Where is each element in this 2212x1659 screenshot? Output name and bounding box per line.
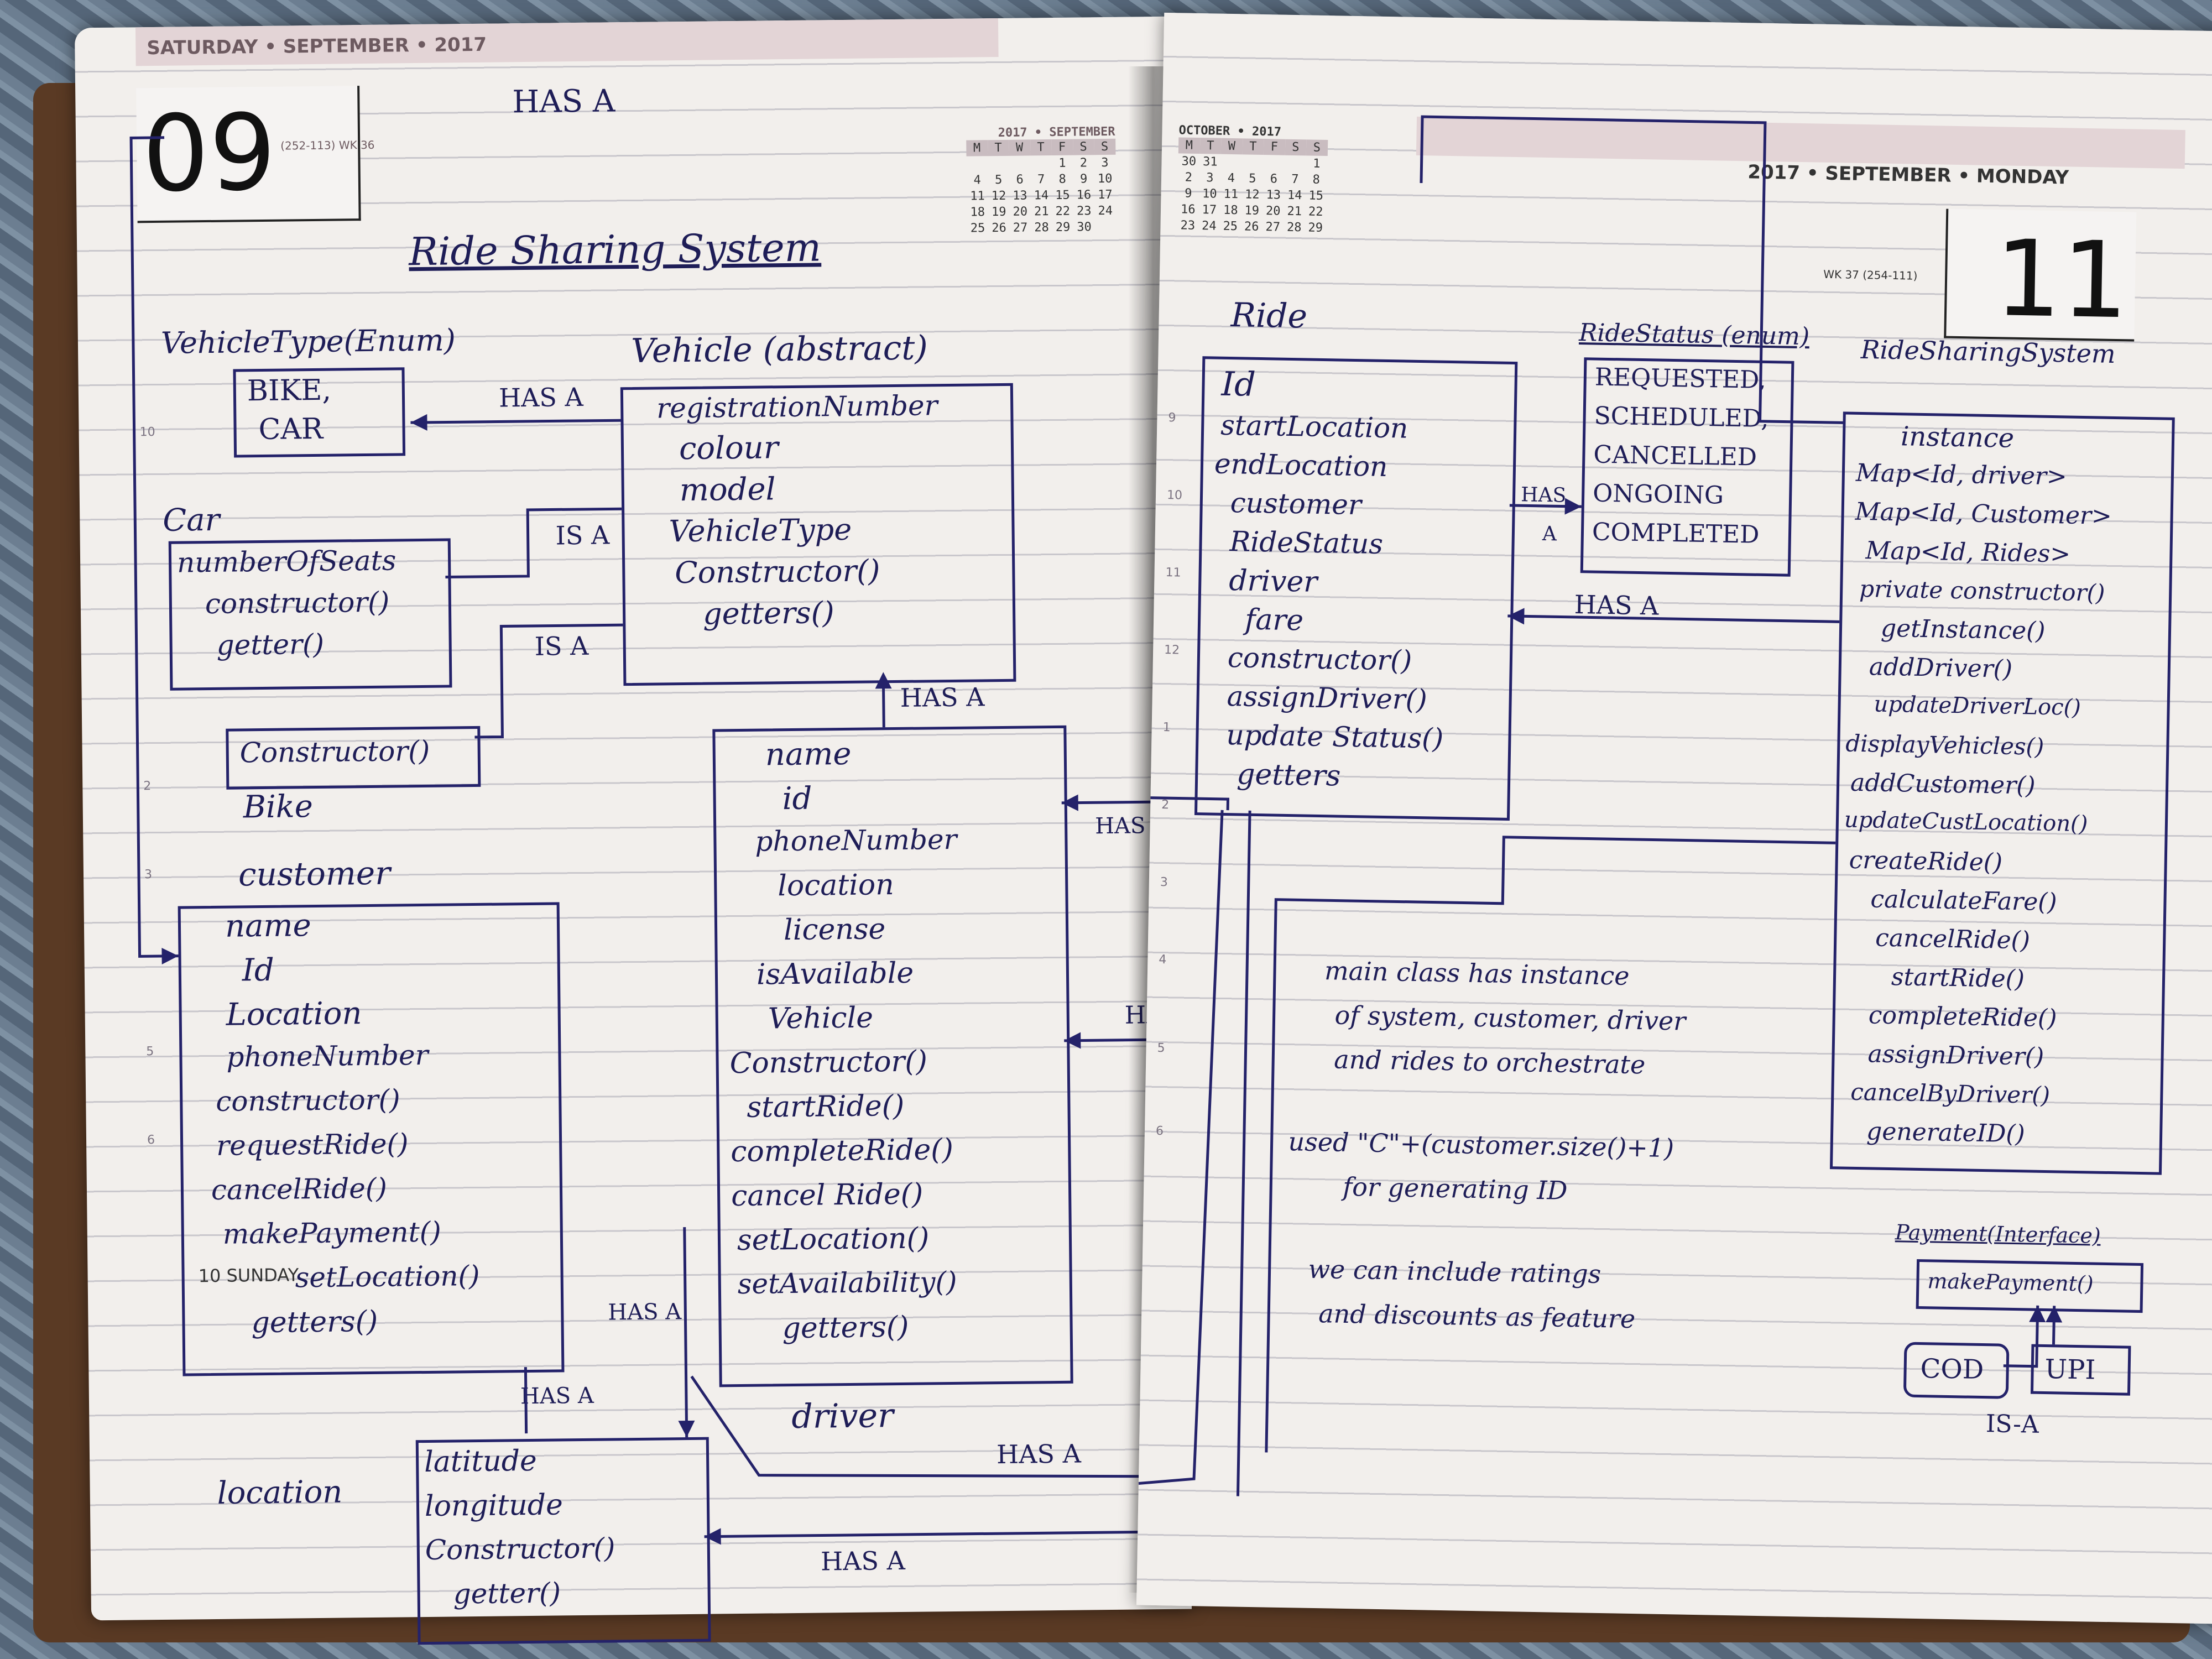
driver-right-connector (690, 1375, 1174, 1478)
system-ride-connector (1507, 614, 1840, 623)
arrowhead (410, 414, 427, 431)
bike-isa-connector (474, 623, 623, 739)
ride-driver-connector (1138, 810, 1224, 1485)
customer-location-connector (524, 1367, 528, 1434)
arrowhead (1507, 608, 1525, 625)
system-top-connector (1420, 115, 1843, 424)
driver-location-connector (683, 1227, 688, 1438)
arrowhead (1064, 1032, 1081, 1049)
location-right-connector (704, 1530, 1191, 1538)
arrowhead (2046, 1306, 2063, 1323)
arrowhead (1564, 498, 1582, 515)
arrowhead (678, 1420, 695, 1438)
driver-ride-connector (1150, 796, 1230, 811)
left-page: SATURDAY • SEPTEMBER • 2017 09 (252-113)… (74, 16, 1206, 1645)
customer-outer-connector (129, 136, 179, 958)
system-customer-connector (1265, 836, 1836, 1453)
arrowhead (2029, 1305, 2046, 1323)
arrowhead (875, 672, 892, 689)
arrowhead (161, 947, 179, 964)
vehicletype-connector (410, 419, 621, 424)
right-connectors (1138, 115, 2063, 1496)
cod-isa-connector (2003, 1305, 2039, 1368)
car-isa-connector (445, 507, 622, 579)
arrowhead (704, 1528, 721, 1545)
arrowhead (1061, 794, 1078, 811)
ride-location-connector (1236, 810, 1251, 1496)
right-page: 2017 • SEPTEMBER • MONDAY 11 WK 37 (254-… (1136, 12, 2212, 1625)
left-connectors (129, 136, 1191, 1545)
